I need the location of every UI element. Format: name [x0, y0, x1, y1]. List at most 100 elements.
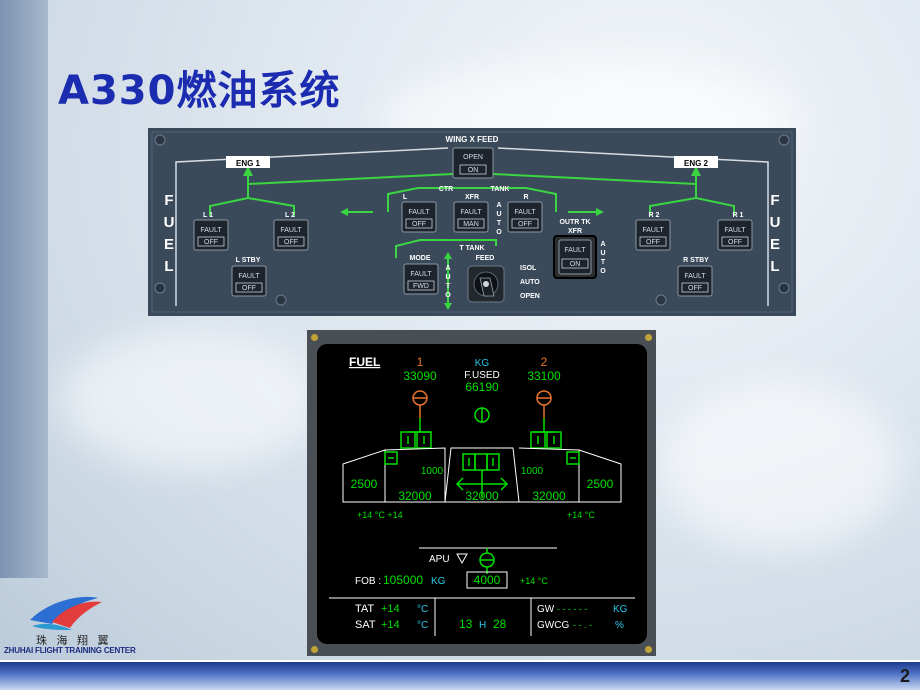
fuel-side-letter: E — [164, 236, 174, 253]
r-stby-label: R STBY — [683, 257, 709, 264]
t-tank-feed-selector-knob[interactable] — [467, 265, 505, 303]
trim-tank-quantity: 4000 — [474, 573, 501, 587]
auto-letter: A — [600, 241, 605, 248]
fuel-panel-svg: F U E L F U E L ENG 1 ENG 2 WING X FEED … — [148, 128, 796, 316]
left-wing-quantity: 32000 — [398, 489, 432, 503]
l2-label: L 2 — [285, 212, 295, 219]
screw — [311, 334, 318, 341]
feed-open-position: OPEN — [520, 293, 540, 300]
zhuhai-logo — [30, 596, 102, 630]
ctr-xfr-fault: FAULT — [460, 209, 482, 216]
ctr-l-fault: FAULT — [408, 209, 430, 216]
auto-letter: U — [445, 274, 450, 281]
ctr-r-pump-button[interactable]: R FAULT OFF — [507, 194, 543, 233]
sat-value: +14 — [381, 619, 400, 631]
gw-value: - - - - - - — [557, 604, 588, 614]
r1-fault: FAULT — [724, 227, 746, 234]
ctr-l-off: OFF — [412, 221, 426, 228]
slide-title: A330燃油系统 — [58, 68, 341, 114]
tank-label: TANK — [491, 186, 510, 193]
auto-letter: O — [445, 292, 451, 299]
screw — [311, 646, 318, 653]
fuel-side-letter: L — [164, 258, 173, 275]
auto-letter: O — [600, 268, 606, 275]
ctr-xfr-man: MAN — [463, 221, 479, 228]
cloud — [660, 380, 900, 550]
eng2-fuel-used: 33100 — [527, 369, 561, 383]
ecam-fuel-display: FUEL 1 2 33090 33100 KG F.USED 66190 — [307, 330, 656, 656]
right-tank-temperature: +14 °C — [567, 510, 595, 520]
right-inner-pump-icon — [566, 451, 580, 465]
footer-divider — [0, 660, 920, 662]
fuel-overhead-panel: F U E L F U E L ENG 1 ENG 2 WING X FEED … — [148, 128, 796, 316]
left-outer-quantity: 2500 — [351, 477, 378, 491]
ctr-r-off: OFF — [518, 221, 532, 228]
wing-x-feed-on: ON — [468, 167, 479, 174]
ctr-l-label: L — [403, 194, 408, 201]
screw — [275, 294, 287, 306]
fuel-side-letter: F — [770, 192, 779, 209]
wing-x-feed-button[interactable]: OPEN ON — [452, 147, 494, 179]
t-tank-mode-button[interactable]: FAULT FWD — [403, 263, 439, 295]
fuel-side-letter: L — [770, 258, 779, 275]
eng1-label: ENG 1 — [236, 159, 261, 168]
gwcg-label: GWCG — [537, 620, 569, 631]
screw — [645, 646, 652, 653]
auto-letter: T — [497, 220, 502, 227]
l1-pump-button[interactable]: L 1 FAULT OFF — [193, 212, 229, 251]
wing-x-feed-label: WING X FEED — [446, 135, 499, 144]
mode-fwd: FWD — [413, 283, 429, 290]
auto-letter: A — [496, 202, 501, 209]
sat-label: SAT — [355, 619, 376, 631]
right-inner-quantity: 1000 — [521, 466, 544, 477]
outr-tk-label: OUTR TK — [559, 219, 590, 226]
fob-label: FOB : — [355, 576, 381, 587]
apu-label: APU — [429, 554, 450, 565]
slide-left-strip — [0, 0, 48, 578]
logo-chinese-text: 珠 海 翔 翼 — [36, 634, 112, 647]
trim-tank-temperature: +14 °C — [520, 576, 548, 586]
outr-tk-xfr-button[interactable]: FAULT ON — [553, 235, 597, 279]
eng1-fuel-used: 33090 — [403, 369, 437, 383]
r1-pump-button[interactable]: R 1 FAULT OFF — [717, 212, 753, 251]
time-hours: 13 — [459, 617, 473, 631]
r2-off: OFF — [646, 239, 660, 246]
wing-pumps-left — [400, 418, 432, 449]
left-inner-pump-icon — [384, 451, 398, 465]
r-stby-pump-button[interactable]: R STBY FAULT OFF — [677, 257, 713, 297]
outr-tk-on: ON — [570, 261, 581, 268]
eng2-label: ENG 2 — [684, 159, 709, 168]
l1-fault: FAULT — [200, 227, 222, 234]
page-number: 2 — [899, 666, 910, 686]
apu-triangle-icon — [456, 553, 468, 565]
left-tank-temperature: +14 °C +14 — [357, 510, 403, 520]
screw — [154, 134, 166, 146]
tat-unit: °C — [417, 604, 428, 615]
trim-tank-box — [466, 571, 508, 589]
screw — [778, 282, 790, 294]
ctr-l-pump-button[interactable]: L FAULT OFF — [401, 194, 437, 233]
l-stby-pump-button[interactable]: L STBY FAULT OFF — [231, 257, 267, 297]
screw — [645, 334, 652, 341]
eng1-number: 1 — [417, 355, 424, 369]
left-inner-quantity: 1000 — [421, 466, 444, 477]
ctr-r-fault: FAULT — [514, 209, 536, 216]
mode-fault: FAULT — [410, 271, 432, 278]
screw — [778, 134, 790, 146]
gwcg-value: - - . - — [573, 620, 592, 630]
r2-pump-button[interactable]: R 2 FAULT OFF — [635, 212, 671, 251]
l1-label: L 1 — [203, 212, 213, 219]
center-tank-pumps — [462, 453, 500, 471]
ecam-fuel-title: FUEL — [349, 355, 380, 369]
xfr-label: XFR — [465, 194, 479, 201]
screw — [655, 294, 667, 306]
fuel-side-letter: E — [770, 236, 780, 253]
eng2-label-box — [674, 156, 718, 168]
r2-fault: FAULT — [642, 227, 664, 234]
center-transfer-arrow — [455, 470, 509, 498]
r1-label: R 1 — [733, 212, 744, 219]
l2-pump-button[interactable]: L 2 FAULT OFF — [273, 212, 309, 251]
tat-label: TAT — [355, 603, 374, 615]
ctr-xfr-button[interactable]: FAULT MAN — [453, 201, 489, 233]
auto-letter: U — [600, 250, 605, 257]
